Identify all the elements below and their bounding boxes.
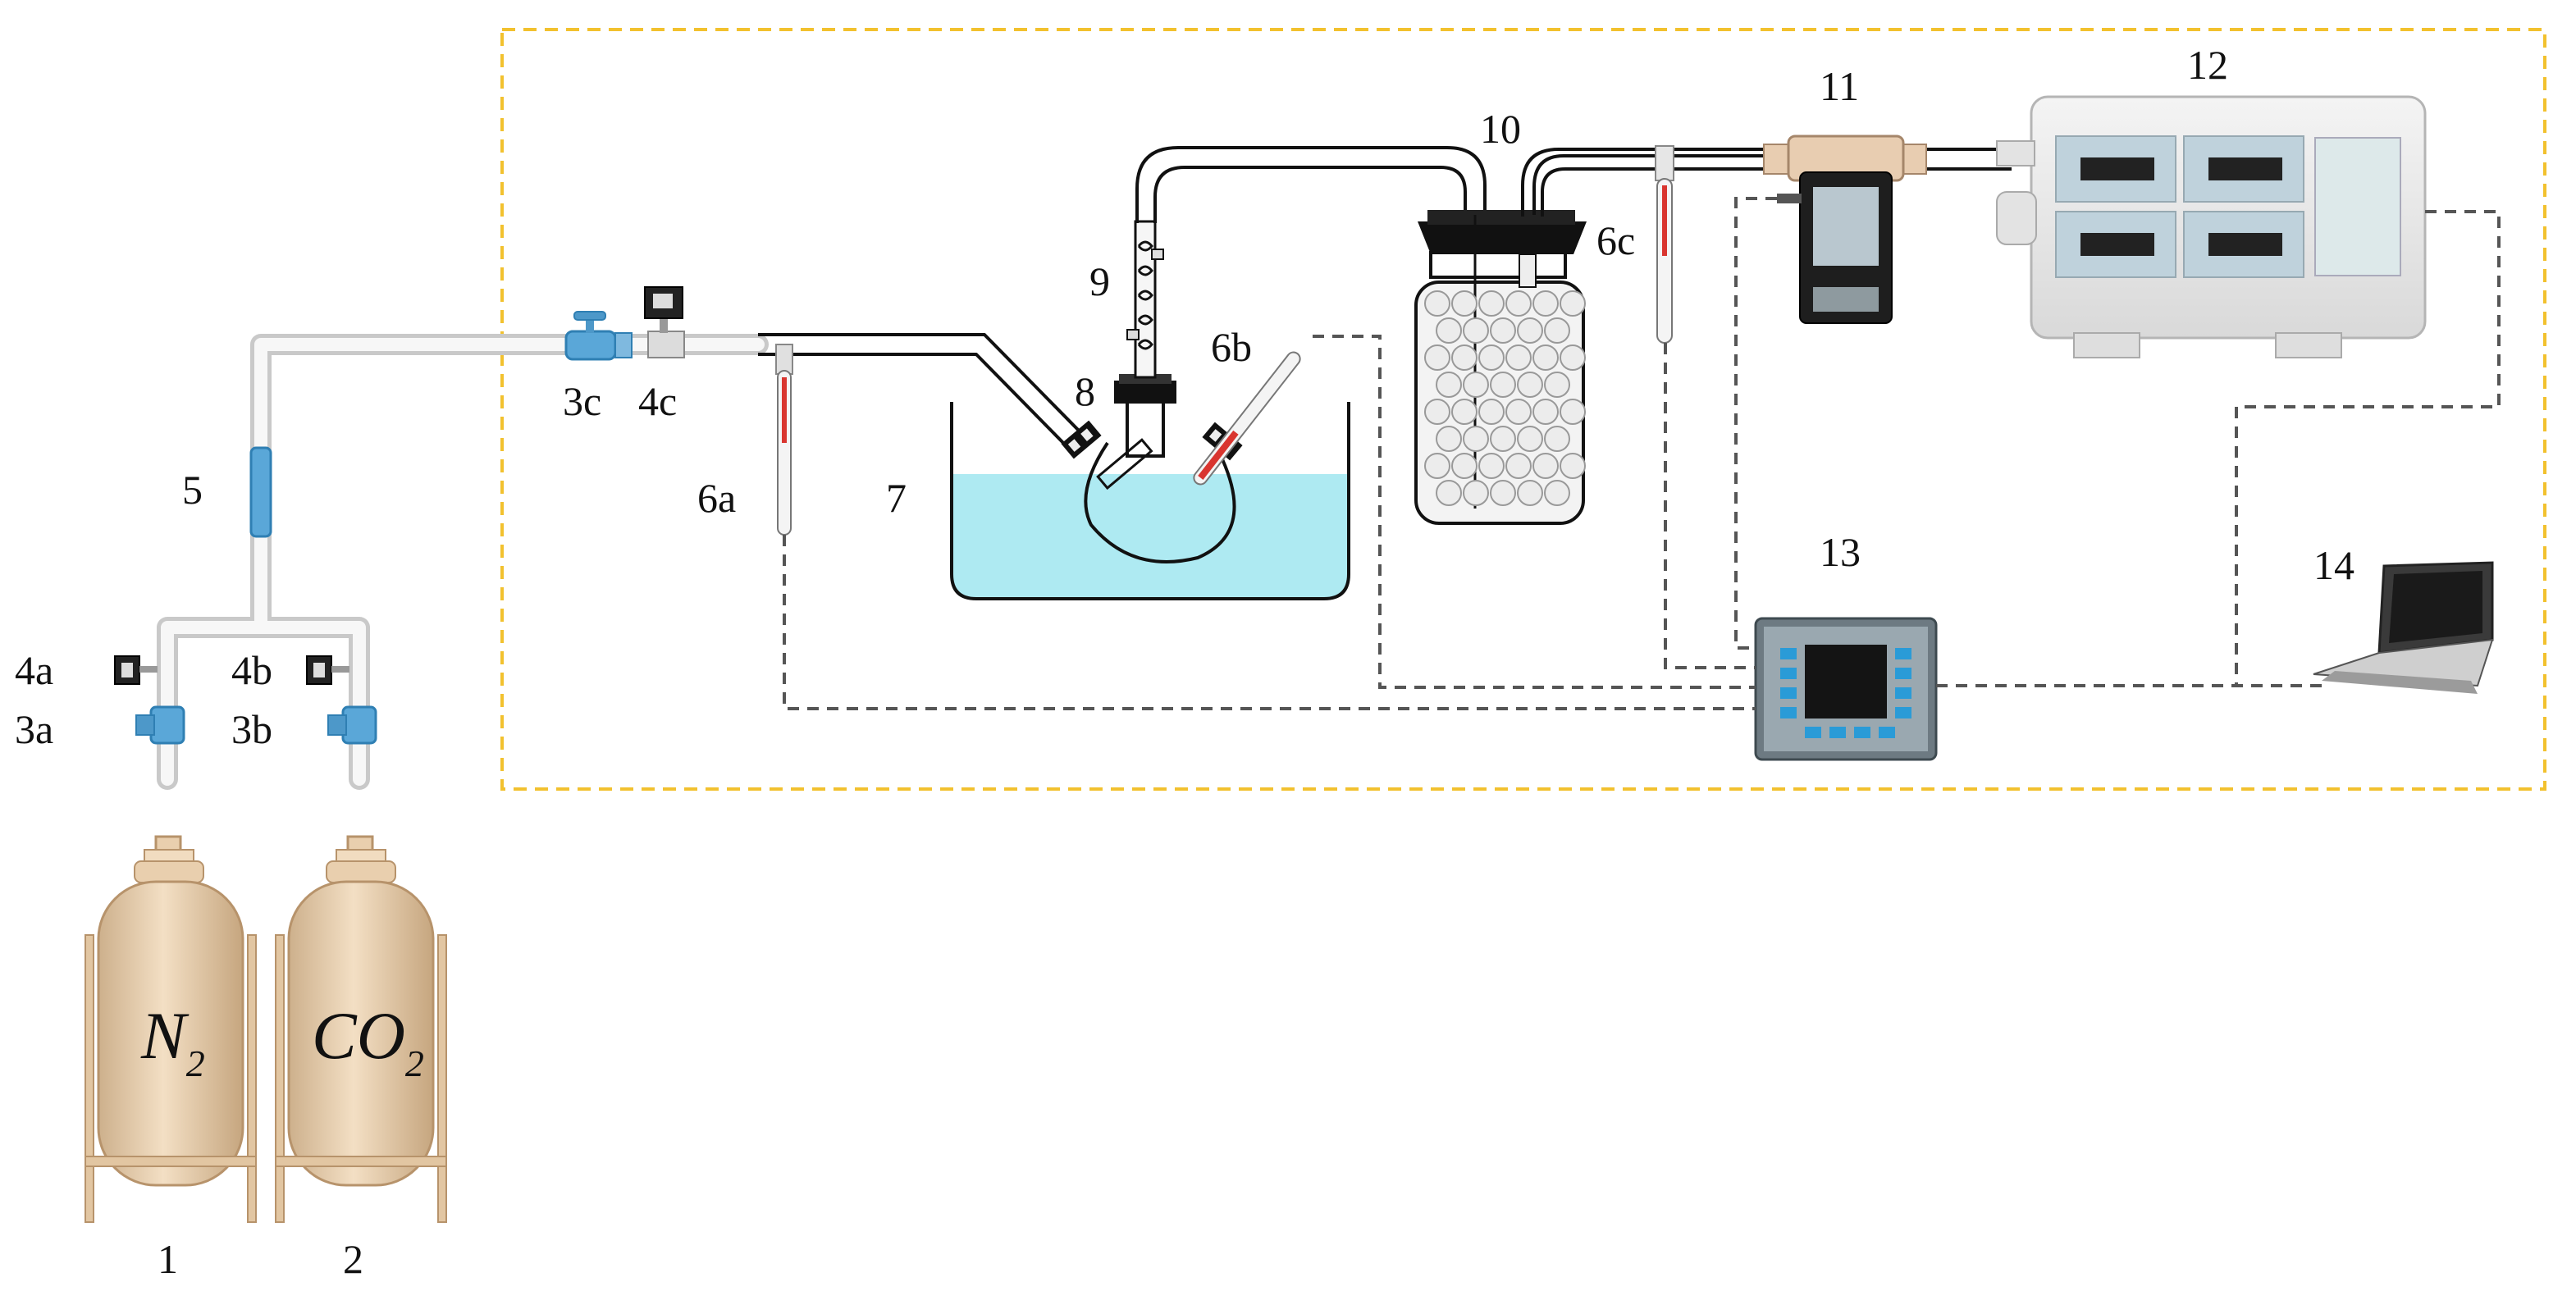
desiccant-bead: [1532, 290, 1559, 317]
desiccant-bead: [1463, 372, 1489, 398]
desiccant-bead: [1451, 290, 1478, 317]
desiccant-bead: [1517, 317, 1543, 344]
inlet-tube: [758, 333, 1083, 449]
desiccant-bead: [1505, 453, 1532, 479]
desiccant-bead: [1436, 317, 1462, 344]
label-controller-13: 13: [1820, 529, 1861, 575]
signal-lines: [783, 197, 2501, 710]
flow-meter-4b: [306, 655, 349, 685]
coupling-left: [1763, 144, 1789, 175]
label-mixer-5: 5: [182, 467, 203, 513]
desiccant-bead: [1436, 372, 1462, 398]
desiccant-bead: [1544, 480, 1570, 506]
label-condenser-9: 9: [1089, 258, 1110, 304]
n2-cylinder: [84, 835, 257, 1223]
label-sensor-11: 11: [1820, 63, 1859, 109]
desiccant-bead: [1532, 344, 1559, 371]
desiccant-bead: [1560, 453, 1586, 479]
valve-3a: [135, 705, 185, 745]
desiccant-bead: [1463, 317, 1489, 344]
desiccant-bead: [1490, 317, 1516, 344]
co2-cylinder: [275, 835, 447, 1223]
desiccant-bead: [1560, 399, 1586, 425]
desiccant-bead: [1436, 480, 1462, 506]
valve-3b: [327, 705, 377, 745]
label-meter-4b: 4b: [231, 647, 272, 693]
desiccant-bead: [1505, 290, 1532, 317]
condenser-9: [1126, 220, 1164, 379]
water-bath-7: [950, 402, 1350, 600]
co2-formula: CO2: [312, 998, 424, 1084]
desiccant-bead: [1478, 399, 1505, 425]
laptop-14: [2313, 561, 2494, 694]
desiccant-bead: [1424, 453, 1450, 479]
system-boundary: [500, 28, 2546, 791]
valve-3c: [564, 311, 633, 361]
label-laptop-14: 14: [2313, 542, 2354, 588]
desiccant-bead: [1517, 426, 1543, 452]
desiccant-bead: [1451, 453, 1478, 479]
desiccant-bead: [1517, 480, 1543, 506]
thermometer-6c: [1655, 145, 1674, 344]
desiccant-bead: [1544, 426, 1570, 452]
label-thermometer-6b: 6b: [1211, 324, 1252, 370]
label-thermometer-6a: 6a: [697, 475, 736, 521]
label-meter-4a: 4a: [15, 647, 53, 693]
gas-mixer-5: [249, 446, 272, 538]
desiccant-bead: [1436, 426, 1462, 452]
desiccant-bead: [1424, 399, 1450, 425]
gas-sensor-11: [1777, 135, 1905, 324]
desiccant-bead: [1490, 372, 1516, 398]
controller-13: [1754, 617, 1938, 761]
desiccant-bead: [1463, 426, 1489, 452]
desiccant-bead: [1560, 344, 1586, 371]
desiccant-bead: [1505, 344, 1532, 371]
label-meter-4c: 4c: [638, 378, 677, 424]
label-dryer-10: 10: [1480, 106, 1521, 152]
desiccant-bead: [1451, 399, 1478, 425]
desiccant-bead: [1544, 372, 1570, 398]
desiccant-bead: [1544, 317, 1570, 344]
desiccant-bead: [1478, 344, 1505, 371]
desiccant-bead: [1517, 372, 1543, 398]
thermometer-6b: [1193, 351, 1301, 486]
label-valve-3a: 3a: [15, 706, 53, 752]
desiccant-bead: [1478, 453, 1505, 479]
n2-formula: N2: [140, 998, 205, 1084]
desiccant-bead: [1490, 480, 1516, 506]
outlet-piping: [1532, 154, 1785, 215]
label-analyzer-12: 12: [2187, 42, 2228, 88]
label-thermometer-6c: 6c: [1596, 217, 1635, 263]
desiccant-bead: [1424, 344, 1450, 371]
desiccant-bead: [1451, 344, 1478, 371]
thermometer-6a: [775, 344, 793, 536]
label-cylinder-2: 2: [343, 1236, 363, 1282]
drying-column-10: [1414, 210, 1587, 525]
desiccant-bead: [1424, 290, 1450, 317]
desiccant-bead: [1532, 453, 1559, 479]
label-valve-3b: 3b: [231, 706, 272, 752]
flow-meter-4c: [644, 286, 685, 358]
condenser-outlet-tube: [1135, 146, 1487, 223]
flow-meter-4a: [114, 655, 158, 685]
desiccant-bead: [1463, 480, 1489, 506]
gas-analyzer-12: [1996, 95, 2427, 358]
label-flask-8: 8: [1075, 368, 1095, 414]
desiccant-bead: [1532, 399, 1559, 425]
desiccant-bead: [1478, 290, 1505, 317]
outlet-tube-double: [1521, 148, 2012, 217]
desiccant-bead: [1490, 426, 1516, 452]
label-cylinder-1: 1: [158, 1236, 178, 1282]
desiccant-bead: [1505, 399, 1532, 425]
coupling-right: [1901, 144, 1927, 175]
label-bath-7: 7: [886, 475, 907, 521]
label-valve-3c: 3c: [563, 378, 601, 424]
desiccant-bead: [1560, 290, 1586, 317]
